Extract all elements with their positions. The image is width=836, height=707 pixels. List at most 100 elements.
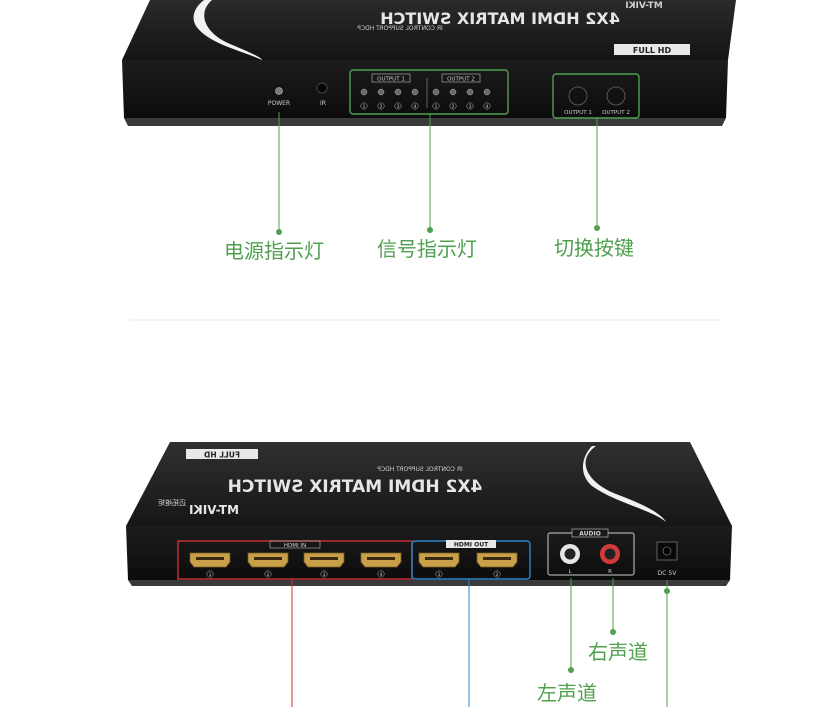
led-number-ring bbox=[411, 102, 419, 110]
led-number-ring bbox=[466, 102, 474, 110]
audio-left-mark: L bbox=[568, 569, 572, 575]
left-channel-callout-dot bbox=[568, 667, 574, 673]
power-led bbox=[275, 87, 283, 95]
left-channel-label: 左声道 bbox=[537, 681, 597, 705]
led-number-ring bbox=[483, 102, 491, 110]
led-number: 2 bbox=[452, 104, 455, 110]
output2-switch-button[interactable] bbox=[606, 86, 626, 106]
led-number: 3 bbox=[397, 104, 400, 110]
output2-group-label: OUTPUT 2 bbox=[447, 77, 475, 83]
signal-led bbox=[432, 88, 440, 96]
led-number-ring bbox=[449, 102, 457, 110]
audio-label: AUDIO bbox=[579, 531, 601, 538]
signal-indicator-label: 信号指示灯 bbox=[377, 237, 477, 261]
power-label: POWER bbox=[268, 100, 290, 107]
model-text-rear-mirrored: 4X2 HDMI MATRIX SWITCH bbox=[228, 477, 483, 497]
right-channel-label: 右声道 bbox=[588, 640, 648, 664]
audio-right-mark: R bbox=[608, 569, 612, 575]
full-hd-badge-rear bbox=[186, 449, 258, 459]
tagline-text-mirrored: IR CONTROL SUPPORT HDCP bbox=[357, 25, 443, 32]
device-rear-bottom-edge bbox=[128, 580, 730, 586]
port-number-ring bbox=[320, 570, 328, 578]
front-view-device: 4X2 HDMI MATRIX SWITCH IR CONTROL SUPPOR… bbox=[122, 0, 736, 126]
hdmi-port bbox=[189, 552, 231, 568]
model-text-mirrored: 4X2 HDMI MATRIX SWITCH bbox=[380, 9, 620, 28]
dc-power-jack-pin bbox=[662, 546, 672, 556]
port-number-ring bbox=[264, 570, 272, 578]
output1-switch-button[interactable] bbox=[568, 86, 588, 106]
led-number-ring bbox=[377, 102, 385, 110]
dc-label: DC 5V bbox=[658, 570, 678, 577]
signal-led-row: 1 2 3 4 1 2 3 4 bbox=[360, 88, 491, 110]
audio-label-frame bbox=[571, 528, 609, 538]
swoosh-logo bbox=[193, 0, 262, 60]
power-indicator-label: 电源指示灯 bbox=[224, 239, 324, 263]
output2-group-frame bbox=[441, 73, 481, 83]
full-hd-badge-rear-text: FULL HD bbox=[204, 451, 240, 460]
port-number: 2 bbox=[496, 572, 499, 578]
signal-led bbox=[394, 88, 402, 96]
signal-led bbox=[483, 88, 491, 96]
port-number: 3 bbox=[323, 572, 326, 578]
device-front-face bbox=[122, 60, 728, 118]
led-number: 2 bbox=[380, 104, 383, 110]
port-number: 1 bbox=[438, 572, 441, 578]
hdmi-port bbox=[418, 552, 460, 568]
port-number-ring bbox=[377, 570, 385, 578]
led-number: 4 bbox=[414, 104, 417, 110]
brand-cn-text-rear-mirrored: 迈拓维矩 bbox=[158, 498, 186, 507]
port-number: 2 bbox=[267, 572, 270, 578]
tagline-text-rear-mirrored: IR CONTROL SUPPORT HDCP bbox=[377, 466, 463, 473]
led-number: 1 bbox=[363, 104, 366, 110]
output1-button-label: OUTPUT 1 bbox=[564, 110, 592, 116]
signal-callout-dot bbox=[427, 227, 433, 233]
hdmi-port bbox=[360, 552, 402, 568]
switch-callout-dot bbox=[594, 225, 600, 231]
rear-view-device: FULL HD 4X2 HDMI MATRIX SWITCH IR CONTRO… bbox=[126, 442, 732, 586]
hdmi-in-label: HDMI IN bbox=[284, 543, 306, 549]
ir-label: IR bbox=[320, 100, 326, 107]
full-hd-badge-text: FULL HD bbox=[633, 46, 672, 55]
brand-text-mirrored: MT-VIKI bbox=[625, 1, 663, 11]
brand-text-rear-mirrored: MT-VIKI bbox=[189, 503, 239, 517]
switch-button-highlight-box bbox=[552, 73, 640, 119]
audio-callout-lines bbox=[570, 578, 668, 707]
hdmi-port bbox=[476, 552, 518, 568]
port-number: 4 bbox=[380, 572, 383, 578]
led-number: 4 bbox=[486, 104, 489, 110]
output2-button-label: OUTPUT 2 bbox=[602, 110, 630, 116]
hdmi-port bbox=[303, 552, 345, 568]
led-number: 3 bbox=[469, 104, 472, 110]
hdmi-port bbox=[247, 552, 289, 568]
dc-callout-dot bbox=[664, 588, 670, 594]
full-hd-badge bbox=[614, 44, 690, 55]
switch-buttons-label: 切换按键 bbox=[554, 236, 634, 260]
signal-led bbox=[411, 88, 419, 96]
led-number-ring bbox=[432, 102, 440, 110]
led-number: 1 bbox=[435, 104, 438, 110]
port-number: 1 bbox=[209, 572, 212, 578]
signal-led bbox=[449, 88, 457, 96]
audio-callout-dots bbox=[568, 588, 670, 673]
signal-led bbox=[466, 88, 474, 96]
port-number-ring bbox=[206, 570, 214, 578]
hdmi-in-port-row: 1 2 3 4 bbox=[189, 552, 402, 578]
front-callout-lines bbox=[278, 112, 598, 232]
ir-receiver bbox=[316, 82, 328, 94]
device-top-surface-rear bbox=[126, 442, 732, 526]
right-channel-callout-dot bbox=[610, 629, 616, 635]
audio-left-jack-core bbox=[564, 548, 576, 560]
audio-right-jack-core bbox=[604, 548, 616, 560]
signal-led bbox=[377, 88, 385, 96]
signal-led-highlight-box bbox=[349, 69, 509, 115]
signal-led bbox=[360, 88, 368, 96]
swoosh-logo-rear bbox=[582, 446, 666, 522]
led-number-ring bbox=[394, 102, 402, 110]
device-bottom-edge bbox=[124, 118, 726, 126]
led-number-ring bbox=[360, 102, 368, 110]
output1-group-label: OUTPUT 1 bbox=[377, 77, 405, 83]
hdmi-in-label-frame bbox=[269, 540, 321, 549]
port-number-ring bbox=[493, 570, 501, 578]
